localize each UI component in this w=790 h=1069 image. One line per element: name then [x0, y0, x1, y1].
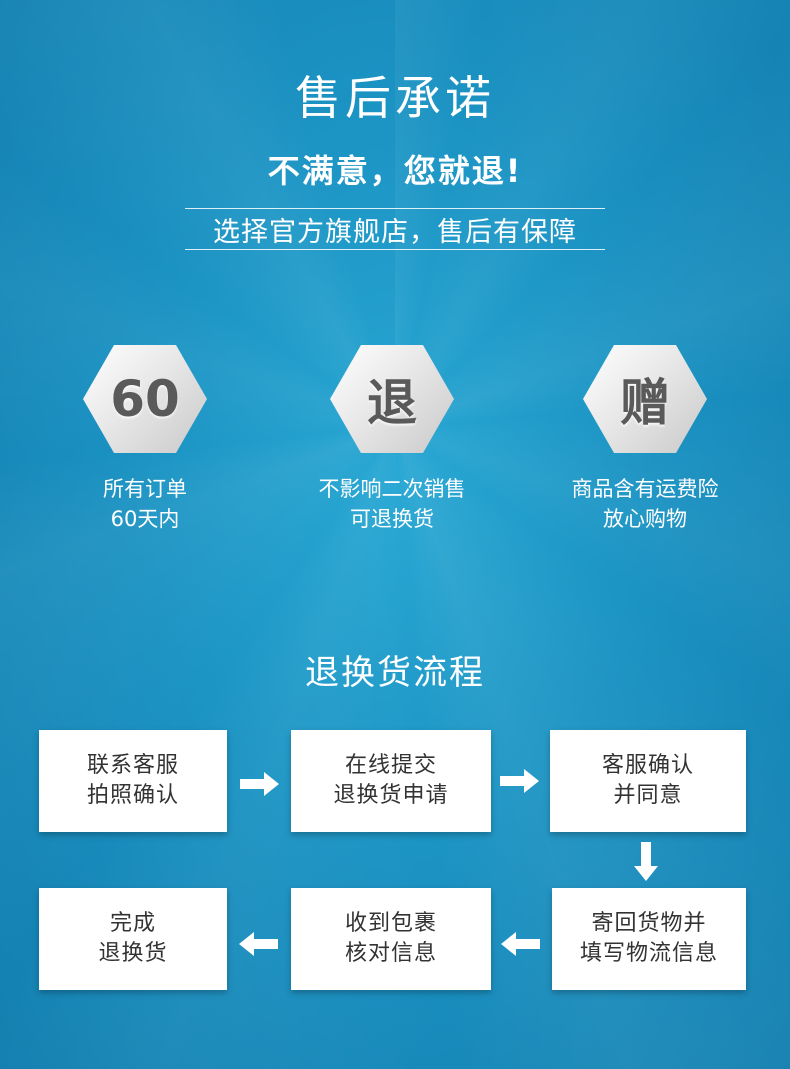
badge-60-label: 60	[110, 370, 180, 428]
step-line: 退换货申请	[333, 783, 449, 808]
feature-line: 可退换货	[350, 507, 434, 531]
step-line: 核对信息	[344, 941, 437, 966]
step-line: 客服确认	[601, 753, 694, 778]
step-line: 在线提交	[344, 753, 437, 778]
feature-line: 不影响二次销售	[318, 477, 466, 501]
step-receive-package: 收到包裹 核对信息	[291, 888, 491, 990]
feature-line: 放心购物	[603, 507, 687, 531]
step-ship-back: 寄回货物并 填写物流信息	[552, 888, 746, 990]
feature-line: 商品含有运费险	[571, 477, 719, 501]
step-line: 完成	[109, 911, 156, 936]
step-line: 退换货	[98, 941, 168, 966]
badge-return-label: 退	[367, 374, 417, 432]
step-complete: 完成 退换货	[39, 888, 227, 990]
badge-gift-label: 赠	[620, 374, 670, 432]
page-title: 售后承诺	[295, 71, 495, 125]
page-subtitle: 不满意，您就退!	[267, 152, 523, 190]
badge-return: 退	[330, 345, 454, 453]
tagline: 选择官方旗舰店，售后有保障	[213, 217, 577, 248]
feature-60-days-text: 所有订单 60天内	[30, 474, 260, 534]
step-line: 寄回货物并	[591, 911, 707, 936]
feature-return-text: 不影响二次销售 可退换货	[277, 474, 507, 534]
arrow-left-icon	[238, 931, 278, 957]
step-line: 收到包裹	[344, 911, 437, 936]
step-line: 并同意	[613, 783, 683, 808]
badge-60-days: 60	[83, 345, 207, 453]
step-contact-service: 联系客服 拍照确认	[39, 730, 227, 832]
tagline-frame	[185, 208, 605, 250]
step-line: 拍照确认	[86, 783, 179, 808]
feature-line: 60天内	[110, 507, 180, 531]
step-submit-request: 在线提交 退换货申请	[291, 730, 491, 832]
step-line: 联系客服	[86, 753, 179, 778]
process-title: 退换货流程	[305, 653, 485, 693]
feature-line: 所有订单	[103, 477, 187, 501]
arrow-right-icon	[240, 771, 280, 797]
arrow-right-icon	[500, 768, 540, 794]
arrow-down-icon	[634, 842, 658, 882]
badge-gift: 赠	[583, 345, 707, 453]
feature-gift-text: 商品含有运费险 放心购物	[530, 474, 760, 534]
step-line: 填写物流信息	[579, 941, 718, 966]
arrow-left-icon	[500, 931, 540, 957]
step-service-confirm: 客服确认 并同意	[550, 730, 746, 832]
